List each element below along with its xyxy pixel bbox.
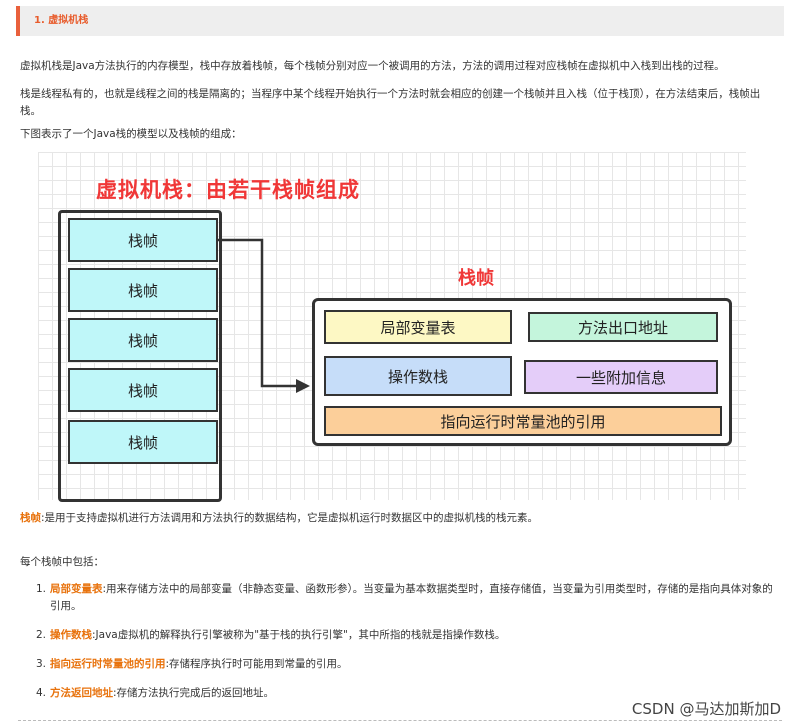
list-text: :存储方法执行完成后的返回地址。 bbox=[113, 687, 275, 699]
list-item: 3.指向运行时常量池的引用:存储程序执行时可能用到常量的引用。 bbox=[36, 656, 780, 673]
list-item: 2.操作数栈:Java虚拟机的解释执行引擎被称为"基于栈的执行引擎"，其中所指的… bbox=[36, 627, 780, 644]
list-item: 1.局部变量表:用来存储方法中的局部变量（非静态变量、函数形参）。当变量为基本数… bbox=[36, 581, 780, 615]
constant-pool-reference-cell: 指向运行时常量池的引用 bbox=[324, 406, 722, 436]
list-number: 1. bbox=[36, 583, 47, 595]
definition-text: :是用于支持虚拟机进行方法调用和方法执行的数据结构，它是虚拟机运行时数据区中的虚… bbox=[41, 512, 539, 524]
contains-intro: 每个栈帧中包括： bbox=[20, 556, 104, 568]
list-number: 4. bbox=[36, 687, 47, 699]
intro-paragraph-1: 虚拟机栈是Java方法执行的内存模型，栈中存放着栈帧，每个栈帧分别对应一个被调用… bbox=[20, 60, 725, 72]
list-term: 局部变量表 bbox=[50, 583, 103, 595]
diagram-title: 虚拟机栈：由若干栈帧组成 bbox=[96, 178, 360, 202]
frame-expand-arrow bbox=[218, 238, 310, 393]
stack-frame: 栈帧 bbox=[68, 420, 218, 464]
section-heading: 1. 虚拟机栈 bbox=[16, 6, 784, 36]
stack-frame: 栈帧 bbox=[68, 318, 218, 362]
divider bbox=[18, 720, 782, 721]
vm-stack-container bbox=[58, 210, 222, 502]
list-text: :用来存储方法中的局部变量（非静态变量、函数形参）。当变量为基本数据类型时，直接… bbox=[50, 583, 773, 612]
frame-detail-label: 栈帧 bbox=[458, 268, 494, 289]
list-number: 3. bbox=[36, 658, 47, 670]
frame-contents-list: 1.局部变量表:用来存储方法中的局部变量（非静态变量、函数形参）。当变量为基本数… bbox=[36, 581, 780, 702]
method-exit-address-cell: 方法出口地址 bbox=[528, 312, 718, 342]
extra-info-cell: 一些附加信息 bbox=[524, 360, 718, 394]
list-term: 指向运行时常量池的引用 bbox=[50, 658, 166, 670]
stack-frame: 栈帧 bbox=[68, 268, 218, 312]
operand-stack-cell: 操作数栈 bbox=[324, 356, 512, 396]
intro-paragraph-3: 下图表示了一个Java栈的模型以及栈帧的组成： bbox=[20, 128, 242, 140]
intro-paragraph-2: 栈是线程私有的，也就是线程之间的栈是隔离的；当程序中某个线程开始执行一个方法时就… bbox=[20, 88, 761, 117]
list-term: 操作数栈 bbox=[50, 629, 92, 641]
stack-frame: 栈帧 bbox=[68, 368, 218, 412]
list-text: :Java虚拟机的解释执行引擎被称为"基于栈的执行引擎"，其中所指的栈就是指操作… bbox=[92, 629, 506, 641]
stack-frame: 栈帧 bbox=[68, 218, 218, 262]
csdn-watermark: CSDN @马达加斯加D bbox=[631, 700, 781, 718]
list-text: :存储程序执行时可能用到常量的引用。 bbox=[165, 658, 348, 670]
list-number: 2. bbox=[36, 629, 47, 641]
definition-term: 栈帧 bbox=[20, 512, 41, 524]
jvm-stack-diagram: 虚拟机栈：由若干栈帧组成 栈帧 栈帧 栈帧 栈帧 栈帧 栈帧 局部变量表 方法出… bbox=[38, 152, 746, 502]
list-term: 方法返回地址 bbox=[50, 687, 113, 699]
list-item: 4.方法返回地址:存储方法执行完成后的返回地址。 bbox=[36, 685, 780, 702]
local-variable-table-cell: 局部变量表 bbox=[324, 310, 512, 344]
frame-definition: 栈帧:是用于支持虚拟机进行方法调用和方法执行的数据结构，它是虚拟机运行时数据区中… bbox=[20, 510, 780, 527]
